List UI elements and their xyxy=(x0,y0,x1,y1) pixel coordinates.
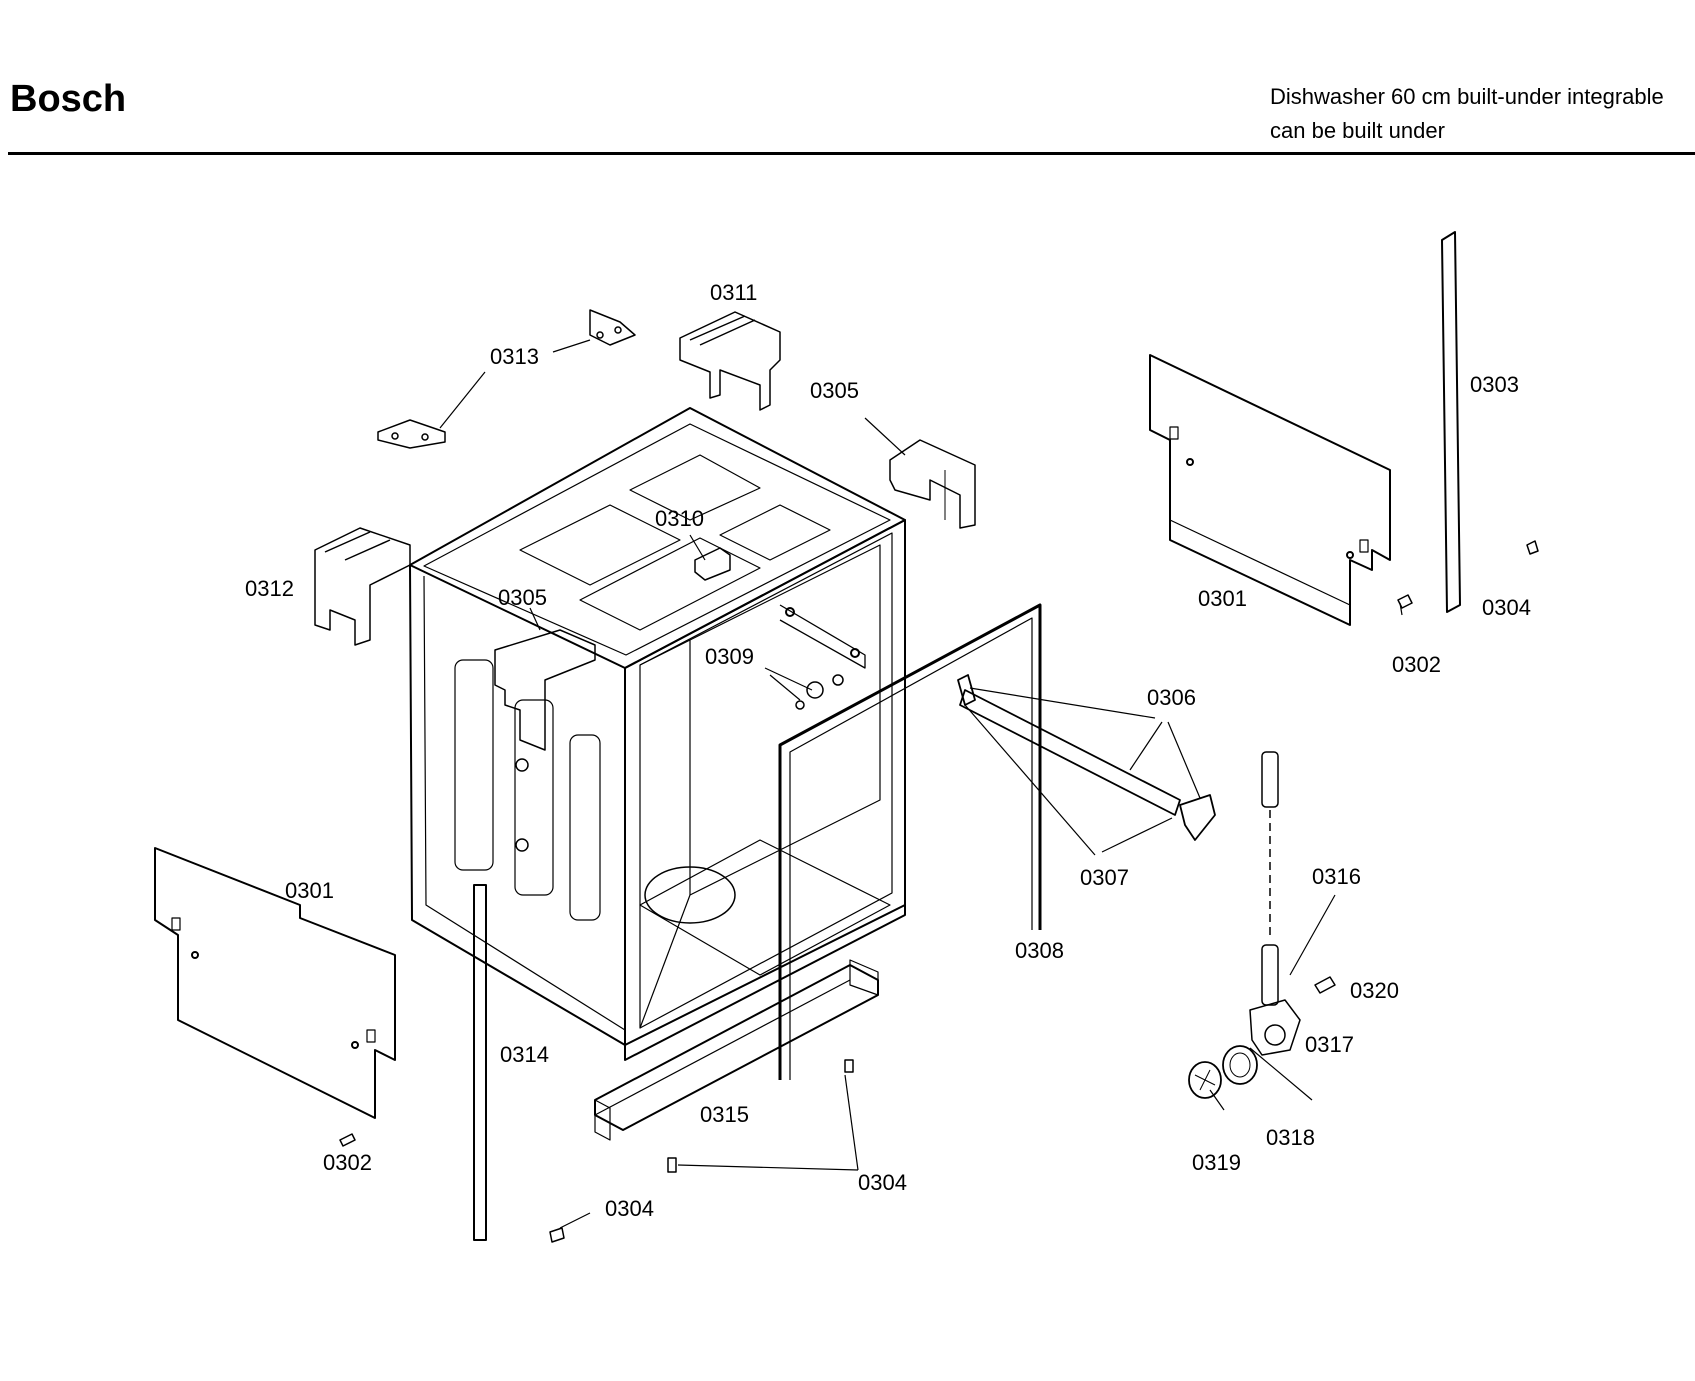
label-0301-left: 0301 xyxy=(285,878,334,903)
label-0307: 0307 xyxy=(1080,865,1129,890)
label-0314: 0314 xyxy=(500,1042,549,1067)
base-strip xyxy=(594,959,879,1141)
side-strip xyxy=(473,884,487,1241)
hose-0316 xyxy=(1261,751,1279,1006)
label-0304-bottom: 0304 xyxy=(858,1170,907,1195)
side-panel-left xyxy=(154,847,396,1119)
rail-0306 xyxy=(957,674,1216,841)
label-0304-bottom-left: 0304 xyxy=(605,1196,654,1221)
mounting-bracket-upper xyxy=(589,309,636,346)
label-0320: 0320 xyxy=(1350,978,1399,1003)
fitting-0317 xyxy=(1249,999,1301,1056)
label-0313: 0313 xyxy=(490,344,539,369)
label-0319: 0319 xyxy=(1192,1150,1241,1175)
title-line-2: can be built under xyxy=(1270,118,1445,143)
leader-lines xyxy=(439,339,1403,1229)
cap-0319 xyxy=(1188,1061,1222,1099)
label-0316: 0316 xyxy=(1312,864,1361,889)
part-labels: 0311 0313 0305 0303 0310 0312 0305 0301 … xyxy=(245,280,1531,1221)
door-seal xyxy=(778,603,1042,1080)
document-title: Dishwasher 60 cm built-under integrable … xyxy=(1270,80,1664,148)
label-0310: 0310 xyxy=(655,506,704,531)
dishwasher-tub xyxy=(409,407,906,1061)
ring-0318 xyxy=(1222,1045,1258,1085)
mounting-bracket-lower xyxy=(377,419,446,449)
vertical-trim-strip xyxy=(1441,231,1461,613)
label-0301-right: 0301 xyxy=(1198,586,1247,611)
label-0303: 0303 xyxy=(1470,372,1519,397)
holder-0311 xyxy=(679,311,781,411)
label-0308: 0308 xyxy=(1015,938,1064,963)
clip-0310 xyxy=(694,547,731,581)
label-0304-right: 0304 xyxy=(1482,595,1531,620)
side-panel-right xyxy=(1149,354,1391,626)
holder-0312 xyxy=(314,527,411,646)
screw-0320 xyxy=(1314,976,1336,994)
label-0305-side: 0305 xyxy=(498,585,547,610)
holder-0305-side xyxy=(494,629,596,852)
title-line-1: Dishwasher 60 cm built-under integrable xyxy=(1270,84,1664,109)
label-0302-right: 0302 xyxy=(1392,652,1441,677)
label-0305-top: 0305 xyxy=(810,378,859,403)
label-0309: 0309 xyxy=(705,644,754,669)
holder-0305-top xyxy=(889,439,976,529)
label-0312: 0312 xyxy=(245,576,294,601)
screws-0309 xyxy=(795,674,844,710)
label-0306: 0306 xyxy=(1147,685,1196,710)
label-0315: 0315 xyxy=(700,1102,749,1127)
label-0311: 0311 xyxy=(710,280,757,305)
label-0318: 0318 xyxy=(1266,1125,1315,1150)
small-screws xyxy=(339,540,1539,1243)
header-rule xyxy=(8,152,1695,155)
label-0302-left: 0302 xyxy=(323,1150,372,1175)
label-0317: 0317 xyxy=(1305,1032,1354,1057)
brand-name: Bosch xyxy=(10,78,127,120)
